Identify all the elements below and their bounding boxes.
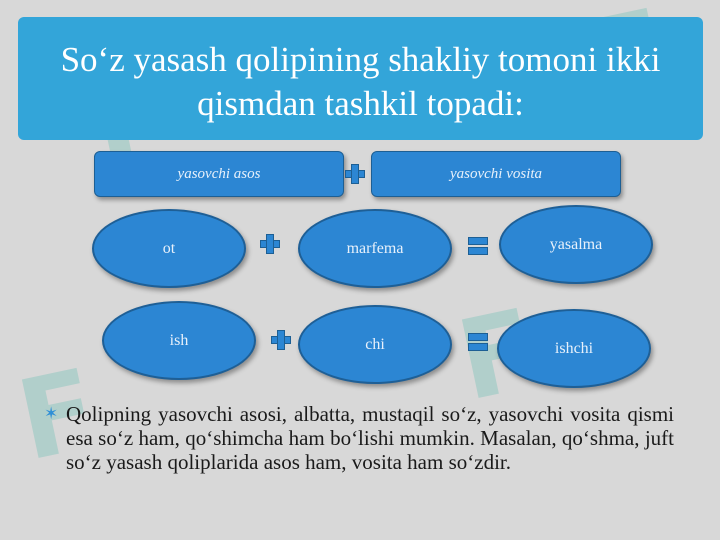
oval-chi: chi xyxy=(298,305,452,384)
equals-icon xyxy=(468,333,488,351)
oval-ot: ot xyxy=(92,209,246,288)
oval-yasalma: yasalma xyxy=(499,205,653,284)
slide-title: So‘z yasash qolipining shakliy tomoni ik… xyxy=(60,40,661,123)
oval-ishchi: ishchi xyxy=(497,309,651,388)
oval-ish: ish xyxy=(102,301,256,380)
oval-marfema: marfema xyxy=(298,209,452,288)
bullet-icon: ✶ xyxy=(44,404,59,424)
header-box-right: yasovchi vosita xyxy=(371,151,621,197)
equals-icon xyxy=(468,237,488,255)
header-box-left: yasovchi asos xyxy=(94,151,344,197)
bullet-paragraph: Qolipning yasovchi asosi, albatta, musta… xyxy=(66,402,674,474)
title-bar xyxy=(18,17,703,140)
